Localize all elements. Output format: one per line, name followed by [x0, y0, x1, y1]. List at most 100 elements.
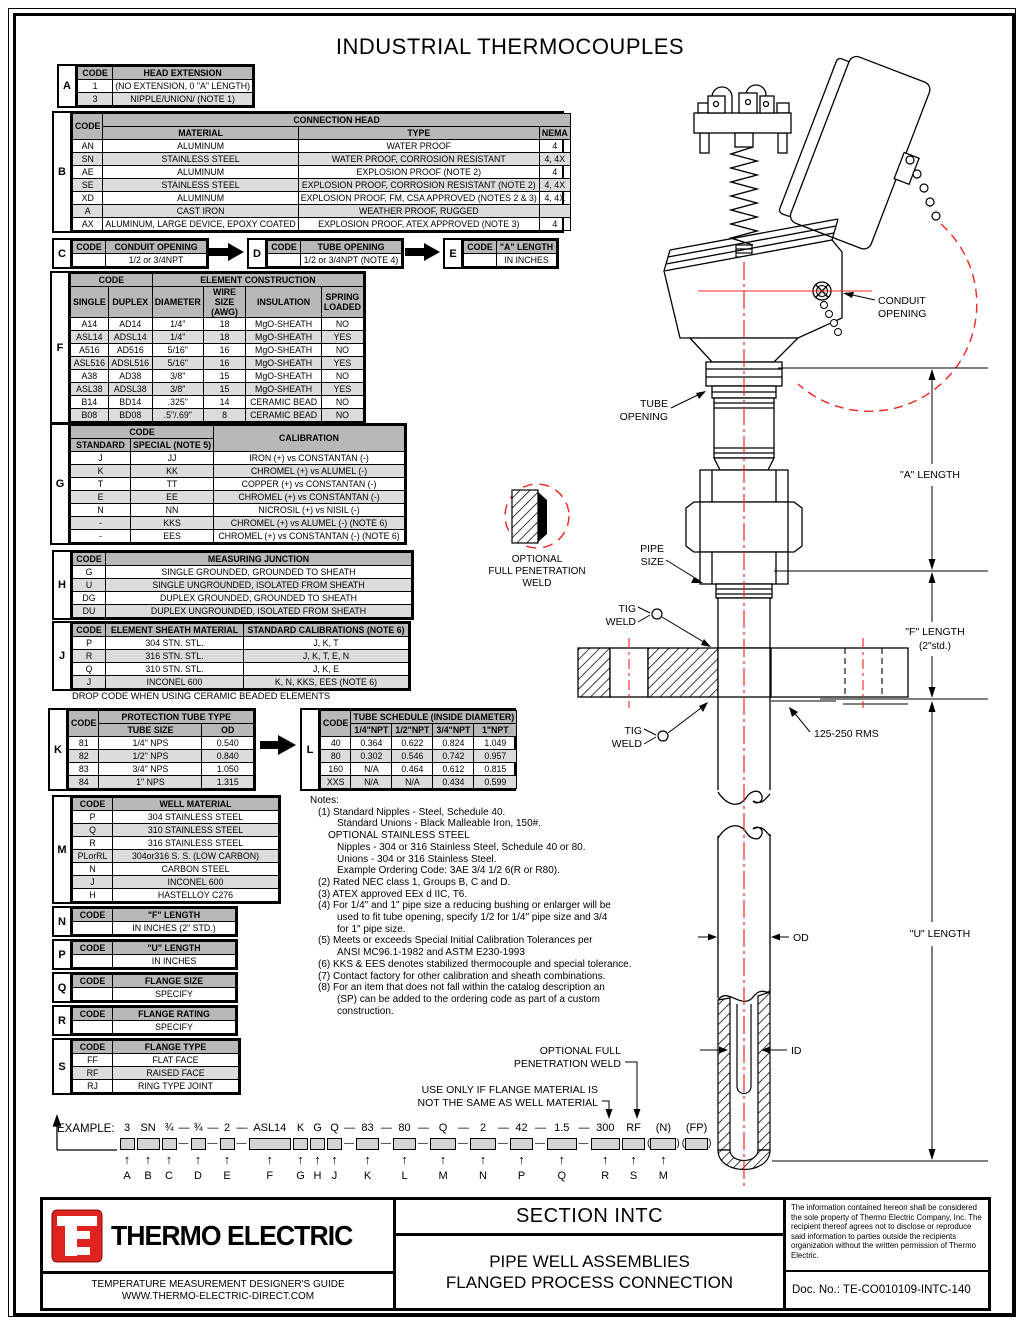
table-cell: 1/4" [151, 317, 204, 332]
col-header: CODE [67, 710, 100, 737]
note-line: Notes: [310, 795, 339, 806]
col-header: TUBE OPENING [300, 240, 402, 254]
table-cell: SPECIFY [112, 987, 236, 1001]
table-cell: 18 [202, 330, 247, 345]
table-cell: SN [71, 152, 104, 166]
table-cell: 15 [202, 369, 247, 384]
table-cell: CHROMEL (+) vs ALUMEL (-) [213, 464, 405, 478]
table-cell: 4 [538, 217, 571, 231]
table-cell: CHROMEL (+) vs CONSTANTAN (-) (NOTE 6) [213, 529, 405, 543]
table-cell: ASL516 [70, 356, 109, 371]
table-cell: IRON (+) vs CONSTANTAN (-) [213, 451, 405, 465]
table-letter: A [59, 66, 77, 106]
table-cell: NN [129, 503, 215, 517]
example-field: ¾↑D [190, 1120, 206, 1183]
table-head-extension: A CODE HEAD EXTENSION 1(NO EXTENSION, 0 … [57, 64, 255, 108]
note-line: (2) Rated NEC class 1, Groups B, C and D… [318, 876, 511, 888]
col-header: FLANGE SIZE [112, 974, 236, 988]
example-field: 80↑L [393, 1120, 417, 1183]
table-cell: EES [129, 529, 215, 543]
table-cell: AD516 [107, 343, 153, 358]
example-code-box [161, 1137, 177, 1150]
table-cell: 304 STN. STL. [105, 636, 244, 650]
table-cell: J [72, 675, 106, 689]
table-cell: YES [320, 356, 365, 371]
col-header: DUPLEX [107, 285, 153, 319]
document-title-line2: FLANGED PROCESS CONNECTION [445, 1273, 734, 1292]
table-letter: N [54, 908, 72, 935]
table-j-caption: DROP CODE WHEN USING CERAMIC BEADED ELEM… [72, 691, 331, 701]
table-cell: NO [320, 317, 365, 332]
example-field: ¾↑C [161, 1120, 177, 1183]
table-row: IN INCHES [72, 954, 236, 968]
table-letter: L [302, 710, 320, 789]
table-cell: COPPER (+) vs CONSTANTAN (-) [213, 477, 405, 491]
table-cell: A38 [70, 369, 109, 384]
table-cell: 0.434 [432, 775, 475, 789]
example-code-box [650, 1137, 677, 1150]
table-cell: IN INCHES [496, 253, 557, 267]
table-letter: M [54, 797, 72, 902]
col-header: CODE [72, 908, 113, 922]
table-tube-schedule: L CODE TUBE SCHEDULE (INSIDE DIAMETER) 1… [300, 708, 518, 791]
table-cell: N [72, 862, 113, 876]
example-dash: —— [178, 1122, 190, 1149]
col-header: FLANGE TYPE [112, 1040, 239, 1054]
table-cell: 16 [202, 356, 247, 371]
table-cell: 8 [202, 408, 247, 423]
table-letter: J [54, 623, 72, 689]
table-u-length: P CODE "U" LENGTH IN INCHES [52, 939, 238, 970]
col-header: 1/2"NPT [391, 723, 434, 737]
example-code-box [622, 1137, 646, 1150]
table-cell: J [70, 451, 131, 465]
table-cell: 0.742 [432, 749, 475, 763]
table-cell: BD08 [107, 408, 153, 423]
table-cell: WEATHER PROOF, RUGGED [297, 204, 540, 218]
table-cell: 1 [76, 79, 114, 93]
table-cell: NICROSIL (+) vs NISIL (-) [213, 503, 405, 517]
table-cell: EE [129, 490, 215, 504]
col-header: TUBE SIZE [98, 723, 203, 737]
table-cell: N/A [350, 775, 393, 789]
note-line: construction. [337, 1005, 394, 1017]
note-line: for 1" pipe size. [337, 923, 406, 935]
table-cell: Q [72, 823, 113, 837]
table-cell: MgO-SHEATH [245, 369, 322, 384]
example-code-box [430, 1137, 457, 1150]
footer-section-cell: SECTION INTC PIPE WELL ASSEMBLIES FLANGE… [396, 1200, 786, 1308]
table-cell: JJ [129, 451, 215, 465]
col-header: CODE [72, 1007, 113, 1021]
example-code-box [547, 1137, 577, 1150]
table-letter: C [54, 240, 72, 267]
table-cell: EXPLOSION PROOF, ATEX APPROVED (NOTE 3) [297, 217, 540, 231]
example-dash: —— [498, 1122, 510, 1149]
legal-text: The information contained hereon shall b… [786, 1200, 988, 1272]
example-dash: —— [381, 1122, 393, 1149]
table-letter: F [52, 273, 70, 423]
table-cell: SE [71, 178, 104, 192]
table-cell: XD [71, 191, 104, 205]
table-cell: SINGLE GROUNDED, GROUNDED TO SHEATH [105, 565, 412, 579]
col-header: 3/4"NPT [432, 723, 475, 737]
table-cell: 3/8" [151, 369, 204, 384]
table-cell: 0.599 [473, 775, 518, 789]
table-row: SPECIFY [72, 1020, 236, 1034]
table-cell: AE [71, 165, 104, 179]
table-cell: - [70, 529, 131, 543]
